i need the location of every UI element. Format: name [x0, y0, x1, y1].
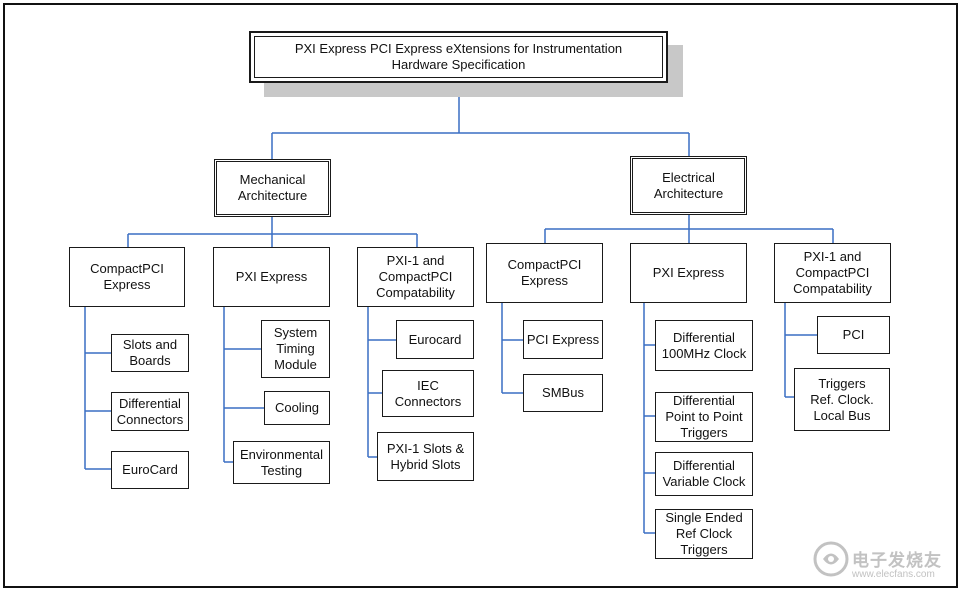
mechanical-architecture-box: Mechanical Architecture [214, 159, 331, 217]
elec-compat-label: PXI-1 and CompactPCI Compatability [793, 249, 872, 296]
elecfans-logo-icon [813, 541, 849, 577]
differential-100mhz-clock-box: Differential 100MHz Clock [655, 320, 753, 371]
differential-100mhz-clock-label: Differential 100MHz Clock [661, 329, 747, 361]
single-ended-ref-clock-label: Single Ended Ref Clock Triggers [665, 510, 743, 557]
differential-connectors-label: Differential Connectors [116, 395, 184, 427]
iec-connectors-box: IEC Connectors [382, 370, 474, 417]
slots-and-boards-box: Slots and Boards [111, 334, 189, 372]
connector-mech-compat [367, 306, 397, 458]
connector-elec-pxie [643, 303, 656, 534]
mech-eurocard-label: Eurocard [408, 331, 462, 347]
connector-elec-compat [784, 303, 818, 398]
differential-variable-clock-box: Differential Variable Clock [655, 452, 753, 496]
cooling-box: Cooling [264, 391, 330, 425]
pci-express-box: PCI Express [523, 320, 603, 359]
connector-elec-cpci [501, 303, 524, 394]
cooling-label: Cooling [274, 400, 320, 415]
mech-pxi-express-box: PXI Express [213, 247, 330, 307]
root-title-box: PXI Express PCI Express eXtensions for I… [249, 31, 668, 83]
mech-compactpci-express-box: CompactPCI Express [69, 247, 185, 307]
connector-mech-pxie [223, 306, 264, 463]
electrical-architecture-label: Electrical Architecture [653, 169, 724, 201]
differential-p2p-triggers-label: Differential Point to Point Triggers [665, 393, 743, 440]
elec-pxi-express-label: PXI Express [652, 265, 725, 280]
elec-compactpci-express-box: CompactPCI Express [486, 243, 603, 303]
differential-p2p-triggers-box: Differential Point to Point Triggers [655, 392, 753, 442]
electrical-architecture-box: Electrical Architecture [630, 156, 747, 215]
environmental-testing-box: Environmental Testing [233, 441, 330, 484]
iec-connectors-label: IEC Connectors [394, 377, 462, 409]
watermark-name: 电子发烧友 [852, 551, 942, 571]
triggers-refclock-localbus-label: Triggers Ref. Clock. Local Bus [810, 375, 874, 423]
differential-variable-clock-label: Differential Variable Clock [662, 458, 746, 489]
connector-root [271, 81, 690, 160]
smbus-box: SMBus [523, 374, 603, 412]
diagram-frame [3, 3, 958, 588]
eurocard-label: EuroCard [122, 462, 178, 477]
system-timing-module-box: System Timing Module [261, 320, 330, 378]
pci-express-label: PCI Express [526, 331, 600, 347]
elec-compat-box: PXI-1 and CompactPCI Compatability [774, 243, 891, 303]
pci-box: PCI [817, 316, 890, 354]
eurocard-box: EuroCard [111, 451, 189, 489]
elec-compactpci-express-label: CompactPCI Express [507, 257, 582, 288]
root-title: PXI Express PCI Express eXtensions for I… [294, 41, 623, 72]
pxi1-hybrid-slots-label: PXI-1 Slots & Hybrid Slots [386, 440, 465, 472]
connector-mechanical [127, 216, 418, 248]
root-inner-border [254, 36, 663, 78]
connector-mech-cpci [84, 306, 112, 470]
single-ended-ref-clock-box: Single Ended Ref Clock Triggers [655, 509, 753, 559]
mech-pxi-express-label: PXI Express [235, 269, 308, 284]
system-timing-module-label: System Timing Module [273, 325, 318, 372]
mech-compactpci-express-label: CompactPCI Express [90, 261, 164, 292]
smbus-label: SMBus [542, 385, 584, 400]
mech-compat-box: PXI-1 and CompactPCI Compatability [357, 247, 474, 307]
environmental-testing-label: Environmental Testing [239, 446, 324, 478]
differential-connectors-box: Differential Connectors [111, 392, 189, 431]
pxi1-hybrid-slots-box: PXI-1 Slots & Hybrid Slots [377, 432, 474, 481]
triggers-refclock-localbus-box: Triggers Ref. Clock. Local Bus [794, 368, 890, 431]
pci-label: PCI [842, 327, 865, 342]
watermark-url: www.elecfans.com [852, 569, 935, 580]
slots-and-boards-label: Slots and Boards [122, 337, 178, 368]
elec-pxi-express-box: PXI Express [630, 243, 747, 303]
mech-compat-label: PXI-1 and CompactPCI Compatability [376, 253, 455, 300]
mechanical-architecture-label: Mechanical Architecture [237, 172, 308, 203]
mech-eurocard-box: Eurocard [396, 320, 474, 359]
connector-electrical [544, 214, 834, 244]
